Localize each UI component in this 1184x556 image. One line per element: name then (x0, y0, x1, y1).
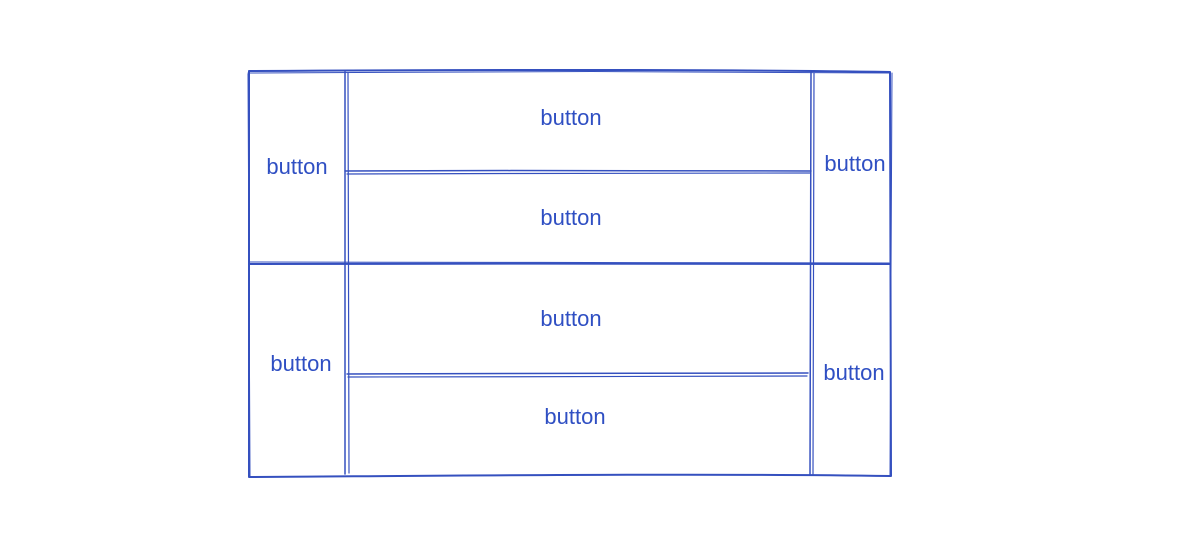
outer-frame (248, 69, 892, 478)
right-column-divider-sketch (812, 72, 815, 475)
outer-frame-sketch (247, 71, 893, 477)
bottom-left-button[interactable]: button (270, 351, 331, 376)
bottom-center-bottom-button[interactable]: button (544, 404, 605, 429)
bottom-center-top-button[interactable]: button (540, 306, 601, 331)
horizontal-divider-sketch (249, 261, 890, 264)
button-labels: button button button button button butto… (266, 105, 885, 429)
top-right-button[interactable]: button (824, 151, 885, 176)
left-column-divider-sketch (347, 72, 350, 474)
bottom-right-button[interactable]: button (823, 360, 884, 385)
top-center-split-sketch (346, 172, 811, 175)
top-center-bottom-button[interactable]: button (540, 205, 601, 230)
bottom-center-split-sketch (347, 375, 808, 378)
top-left-button[interactable]: button (266, 154, 327, 179)
right-column-divider (809, 71, 812, 476)
top-center-top-button[interactable]: button (540, 105, 601, 130)
wireframe-lines (247, 69, 893, 478)
bottom-center-split (346, 372, 809, 375)
